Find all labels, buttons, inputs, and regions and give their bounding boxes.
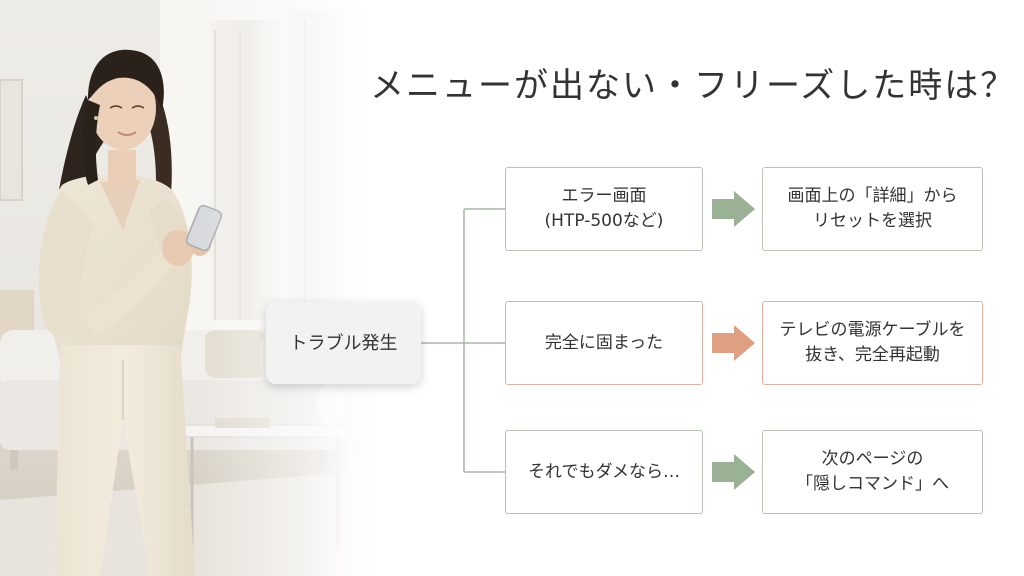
page-title: メニューが出ない・フリーズした時は？	[370, 66, 1017, 106]
action-box-reset-from-details: 画面上の「詳細」から リセットを選択	[762, 167, 983, 251]
action-box-hidden-command: 次のページの 「隠しコマンド」へ	[762, 430, 983, 514]
condition-box-error-screen: エラー画面 (HTP-500など)	[505, 167, 703, 251]
condition-box-still-failing: それでもダメなら…	[505, 430, 703, 514]
root-node-trouble: トラブル発生	[266, 302, 421, 384]
action-box-unplug-reboot: テレビの電源ケーブルを 抜き、完全再起動	[762, 301, 983, 385]
condition-box-frozen: 完全に固まった	[505, 301, 703, 385]
